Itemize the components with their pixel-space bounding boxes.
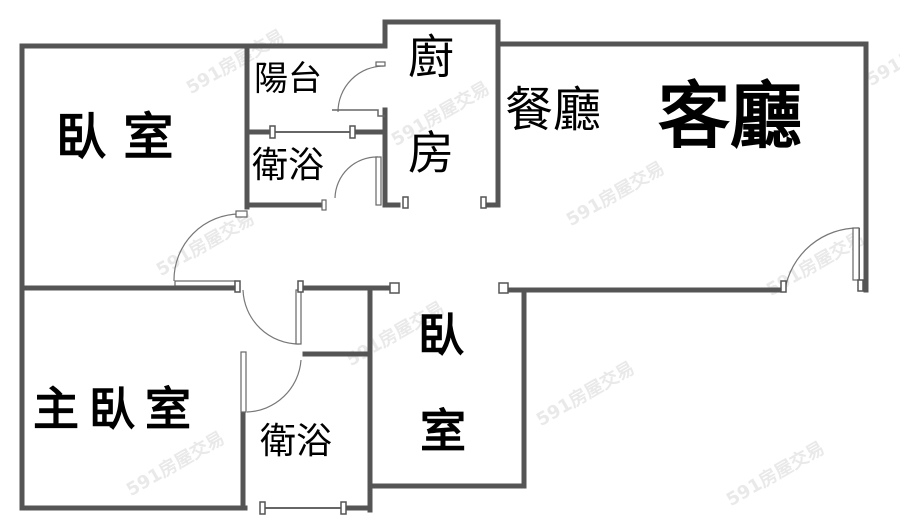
room-label-bedroom-nw: 臥 室 xyxy=(56,107,174,166)
room-label-master-bedroom: 主臥室 xyxy=(33,382,201,436)
room-label-kitchen-bottom: 房 xyxy=(408,126,454,180)
room-label-balcony: 陽台 xyxy=(254,59,322,99)
doors xyxy=(173,61,860,413)
room-label-bath-lower: 衛浴 xyxy=(260,421,333,462)
wall-posts xyxy=(234,125,864,515)
room-label-bedroom-mid-bottom: 室 xyxy=(420,404,466,458)
room-label-living: 客廳 xyxy=(658,73,803,158)
room-label-kitchen-top: 廚 xyxy=(408,30,454,84)
room-label-dining: 餐廳 xyxy=(505,82,602,138)
room-label-bedroom-mid-top: 臥 xyxy=(418,308,464,362)
room-label-bath-upper: 衛浴 xyxy=(252,145,325,186)
